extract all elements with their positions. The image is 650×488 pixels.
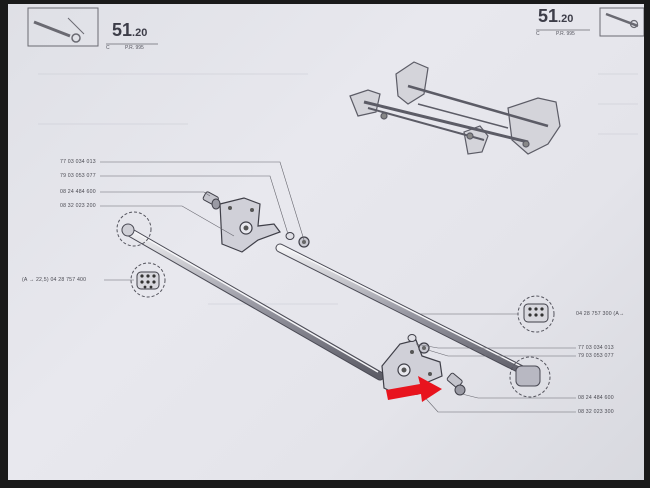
section-number-right: 51.20	[538, 6, 574, 26]
assembly-overview-sketch	[349, 61, 561, 155]
reference-right: P.R. 995	[556, 31, 575, 37]
torsion-rod-right	[275, 243, 541, 387]
part-number-label: 79 03 053 077	[578, 353, 614, 359]
nut-and-washer-left	[285, 232, 310, 248]
exploded-parts-drawing	[27, 7, 644, 413]
end-fitting-label-left: (A → 22,5) 04 28 757 400	[22, 277, 87, 283]
part-number-label: 08 32 023 200	[60, 203, 96, 209]
part-number-label: 08 24 484 600	[578, 395, 614, 401]
thumbnail-bar-icon-right	[599, 7, 644, 37]
bolt-right	[446, 372, 466, 396]
part-number-label: 79 03 053 077	[60, 173, 96, 179]
parts-catalog-page: 51.20 C P.R. 995 51.20 C P.R. 995 77 03 …	[8, 4, 644, 480]
section-number-left: 51.20	[112, 20, 148, 40]
mounting-bracket-left	[219, 197, 281, 253]
red-pointer-arrow-icon	[386, 376, 442, 402]
bolt-left	[202, 191, 221, 210]
part-number-label: 77 03 034 013	[60, 159, 96, 165]
leader-lines	[100, 161, 576, 413]
thumbnail-bar-icon	[27, 7, 99, 47]
part-number-label: 08 32 023 300	[578, 409, 614, 415]
reference-left: P.R. 995	[125, 45, 144, 51]
nut-and-washer-right	[407, 334, 430, 354]
end-fitting-label-right: 04 28 757 300 (A→	[576, 311, 625, 317]
detail-circle-left-end	[116, 211, 152, 247]
part-number-label: 77 03 034 013	[578, 345, 614, 351]
torsion-rod-left	[121, 223, 385, 381]
end-fitting-right	[517, 295, 555, 333]
variant-code-left: C	[106, 45, 110, 51]
end-fitting-left	[130, 262, 166, 298]
part-number-label: 08 24 484 600	[60, 189, 96, 195]
detail-circle-right-end	[509, 356, 551, 398]
variant-code-right: C	[536, 31, 540, 37]
